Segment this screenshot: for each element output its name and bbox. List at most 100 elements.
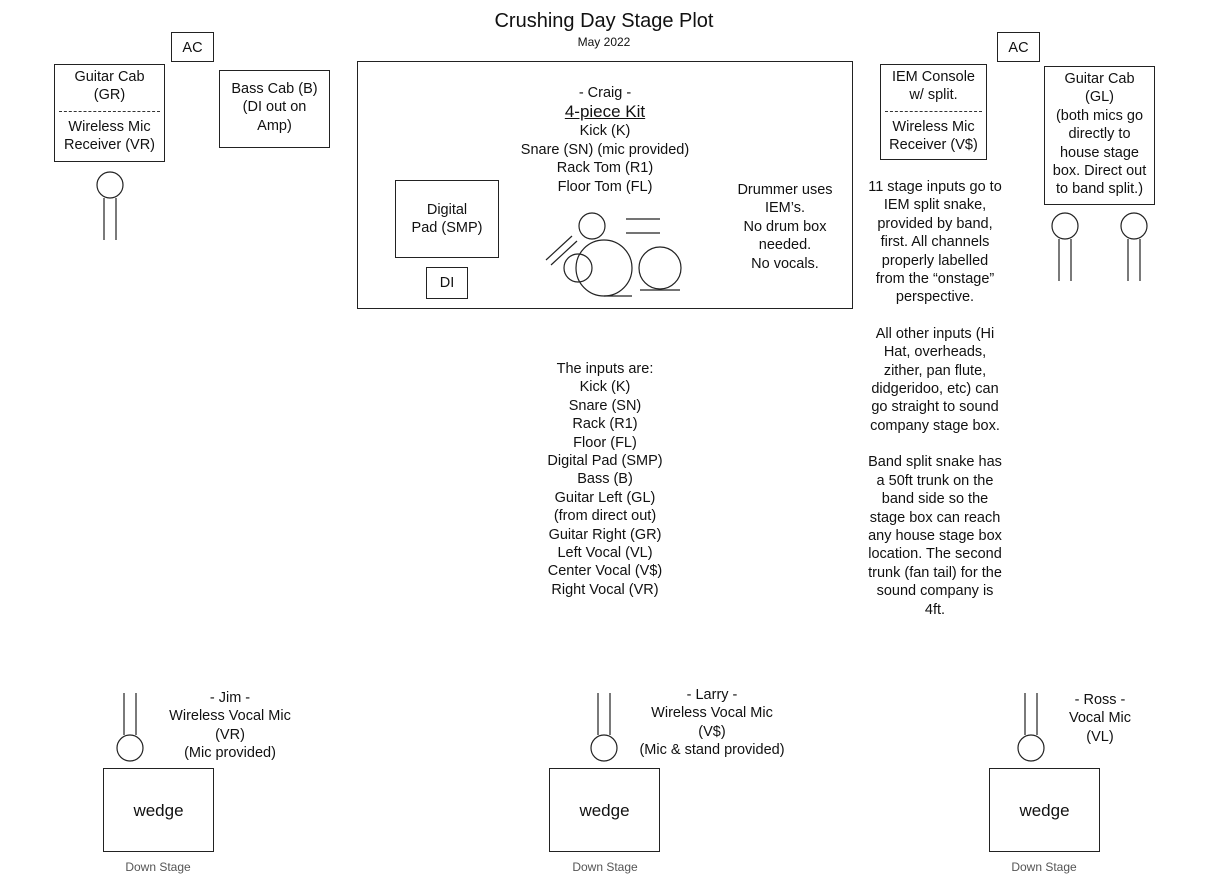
input-item: Floor (FL)	[573, 434, 637, 451]
iem-console-note: w/ split.	[909, 87, 958, 104]
wireless-receiver-right-label: Wireless Mic	[892, 118, 975, 135]
note-line: stage box can reach	[869, 509, 1001, 526]
mic-icon	[116, 693, 144, 762]
di-box: DI	[426, 267, 468, 299]
note-line: Band split snake has	[868, 454, 1002, 471]
kit-item: Kick (K)	[579, 123, 631, 140]
guitar-cab-right-line: to band split.)	[1055, 181, 1144, 198]
larry-info: - Larry - Wireless Vocal Mic (V$) (Mic &…	[622, 686, 802, 760]
kit-item: Floor Tom (FL)	[557, 178, 653, 195]
mic-channel: (V$)	[698, 723, 726, 740]
downstage-label: Down Stage	[1011, 860, 1077, 874]
input-item: Bass (B)	[577, 471, 633, 488]
snake-notes: 11 stage inputs go to IEM split snake, p…	[855, 178, 1015, 619]
note-line: zither, pan flute,	[883, 362, 987, 379]
note-line: location. The second	[868, 546, 1002, 563]
guitar-cab-right-line: Guitar Cab	[1064, 71, 1135, 87]
note-line: IEM split snake,	[883, 197, 987, 214]
note-line: properly labelled	[881, 252, 989, 269]
kit-item: Rack Tom (R1)	[556, 160, 654, 177]
mic-type: Wireless Vocal Mic	[169, 708, 291, 725]
guitar-cab-left-label: Guitar Cab	[74, 69, 145, 85]
note-line: 4ft.	[924, 601, 946, 618]
input-item: Left Vocal (VL)	[557, 545, 653, 562]
floor-tom-icon	[638, 246, 682, 290]
note-line: go straight to sound	[871, 399, 999, 416]
mic-channel: (VL)	[1086, 728, 1114, 745]
note-line: All other inputs (Hi	[875, 325, 995, 342]
guitar-cab-right: Guitar Cab (GL) (both mics go directly t…	[1044, 66, 1155, 205]
wireless-receiver-left-channel: Receiver (VR)	[63, 137, 156, 154]
note-line: band side so the	[881, 491, 989, 508]
rack-tom-icon	[578, 212, 606, 240]
vocalist-name: - Ross -	[1074, 692, 1126, 708]
wedge-monitor-ross: wedge	[989, 768, 1100, 852]
mic-icon	[1120, 212, 1148, 281]
bass-cab: Bass Cab (B) (DI out on Amp)	[219, 70, 330, 148]
guitar-cab-right-line: house stage	[1059, 144, 1139, 161]
ross-info: - Ross - Vocal Mic (VL)	[1050, 691, 1150, 746]
note-line: first. All channels	[880, 234, 990, 251]
downstage-label: Down Stage	[125, 860, 191, 874]
plot-date: May 2022	[577, 35, 631, 49]
vocalist-name: - Jim -	[209, 690, 251, 706]
mic-note: (Mic provided)	[184, 745, 276, 762]
digital-pad: Digital Pad (SMP)	[395, 180, 499, 258]
note-line: any house stage box	[868, 527, 1002, 544]
drummer-note: Drummer uses IEM’s. No drum box needed. …	[716, 181, 854, 273]
divider	[885, 110, 982, 112]
hihat-line	[550, 240, 578, 266]
guitar-cab-right-line: (both mics go	[1055, 107, 1144, 124]
input-item: Guitar Right (GR)	[548, 526, 662, 543]
mic-note: (Mic & stand provided)	[639, 742, 785, 759]
inputs-list: The inputs are: Kick (K) Snare (SN) Rack…	[505, 360, 705, 599]
guitar-cab-left-channel: (GR)	[93, 87, 126, 104]
drummer-note-line: needed.	[758, 237, 812, 254]
guitar-cab-right-line: (GL)	[1085, 89, 1114, 106]
mic-channel: (VR)	[215, 726, 245, 743]
mic-icon	[96, 171, 124, 240]
note-line: perspective.	[895, 289, 975, 306]
mic-icon	[590, 693, 618, 762]
input-item: Kick (K)	[579, 379, 631, 396]
kit-item: Snare (SN) (mic provided)	[520, 141, 690, 158]
inputs-heading: The inputs are:	[556, 361, 654, 377]
digital-pad-label: Digital	[426, 202, 468, 218]
mic-type: Wireless Vocal Mic	[651, 705, 773, 722]
note-line: sound company is	[876, 583, 994, 600]
note-line: Hat, overheads,	[883, 344, 987, 361]
note-line: company stage box.	[870, 417, 1000, 434]
downstage-label: Down Stage	[572, 860, 638, 874]
drummer-note-line: No drum box	[743, 218, 827, 235]
guitar-cab-left: Guitar Cab (GR) Wireless Mic Receiver (V…	[54, 64, 165, 162]
guitar-cab-right-line: directly to	[1068, 126, 1131, 143]
ac-outlet-right: AC	[997, 32, 1040, 62]
bass-cab-label: Bass Cab (B)	[231, 81, 318, 97]
note-line: 11 stage inputs go to	[868, 179, 1002, 195]
drummer-note-line: IEM’s.	[764, 200, 806, 217]
mic-type: Vocal Mic	[1068, 710, 1132, 727]
wedge-monitor-larry: wedge	[549, 768, 660, 852]
drummer-note-line: No vocals.	[751, 255, 819, 272]
bass-cab-note-1: (DI out on	[242, 99, 307, 116]
input-item: Rack (R1)	[572, 416, 638, 433]
divider	[59, 110, 160, 112]
digital-pad-channel: Pad (SMP)	[411, 220, 483, 237]
jim-info: - Jim - Wireless Vocal Mic (VR) (Mic pro…	[150, 689, 310, 763]
wireless-receiver-left-label: Wireless Mic	[68, 118, 151, 135]
kit-title: 4-piece Kit	[564, 102, 646, 122]
note-line: trunk (fan tail) for the	[868, 564, 1002, 581]
note-line: provided by band,	[877, 215, 993, 232]
iem-console: IEM Console w/ split. Wireless Mic Recei…	[880, 64, 987, 160]
note-line: from the “onstage”	[875, 271, 995, 288]
note-line: a 50ft trunk on the	[876, 472, 994, 489]
snare-drum-icon	[563, 253, 593, 283]
iem-console-label: IEM Console	[891, 69, 975, 85]
ac-outlet-left: AC	[171, 32, 214, 62]
input-item: Snare (SN)	[568, 397, 642, 414]
wedge-monitor-jim: wedge	[103, 768, 214, 852]
input-item: Center Vocal (V$)	[547, 563, 663, 580]
bass-cab-note-2: Amp)	[257, 117, 292, 134]
